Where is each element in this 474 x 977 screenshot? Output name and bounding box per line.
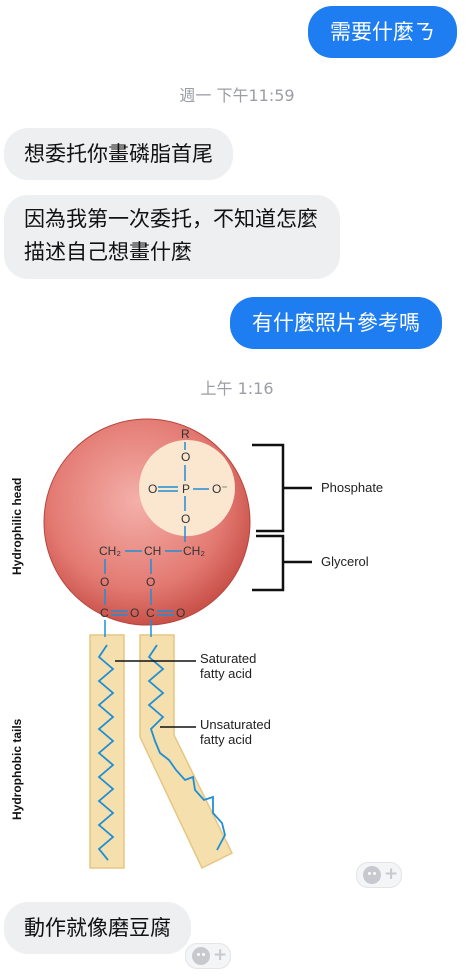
- o-label: O: [176, 606, 185, 620]
- ch-label: CH: [144, 544, 161, 558]
- saturated-label: fatty acid: [200, 666, 252, 681]
- c-label: C: [146, 606, 155, 620]
- phosphate-bracket: [252, 443, 285, 533]
- ch2-label: CH₂: [99, 544, 121, 558]
- timestamp: 上午 1:16: [200, 379, 274, 398]
- p-label: P: [182, 482, 190, 496]
- phospholipid-diagram: R O O P O⁻ O CH₂ CH CH₂ O O C O C O: [10, 418, 383, 870]
- o-label: O: [181, 450, 190, 464]
- saturated-chain: [97, 644, 115, 861]
- message-text: 需要什麼ㄋ: [330, 20, 435, 44]
- image-message[interactable]: R O O P O⁻ O CH₂ CH CH₂ O O C O C O: [0, 405, 474, 875]
- message-text: 有什麼照片參考嗎: [252, 311, 420, 335]
- reaction-icon[interactable]: +: [356, 862, 402, 888]
- o-label: O: [146, 575, 155, 589]
- unsaturated-chain: [147, 644, 226, 851]
- message-outgoing[interactable]: 需要什麼ㄋ: [308, 6, 457, 58]
- o-label: O: [100, 575, 109, 589]
- hydrophobic-label: Hydrophobic tails: [10, 718, 24, 820]
- message-text: 描述自己想畫什麼: [24, 240, 192, 264]
- message-incoming[interactable]: 動作就像磨豆腐: [4, 902, 191, 954]
- r-label: R: [181, 427, 190, 441]
- phosphate-label: Phosphate: [321, 480, 383, 495]
- ch2-label: CH₂: [183, 544, 205, 558]
- glycerol-label: Glycerol: [321, 554, 369, 569]
- c-label: C: [100, 606, 109, 620]
- o-label: O: [130, 606, 139, 620]
- glycerol-bracket: [252, 534, 285, 592]
- phosphate-region: [139, 440, 235, 536]
- message-text: 動作就像磨豆腐: [24, 916, 171, 940]
- o-label: O: [148, 482, 157, 496]
- o-minus-label: O⁻: [212, 482, 228, 496]
- unsaturated-label: fatty acid: [200, 732, 252, 747]
- reaction-icon[interactable]: +: [185, 943, 231, 969]
- message-outgoing[interactable]: 有什麼照片參考嗎: [230, 297, 442, 349]
- o-label: O: [181, 512, 190, 526]
- message-incoming[interactable]: 想委托你畫磷脂⾸尾: [4, 128, 233, 180]
- timestamp: 週一 下午11:59: [179, 86, 295, 105]
- saturated-label: Saturated: [200, 651, 256, 666]
- message-incoming[interactable]: 因為我第一次委托，不知道怎麼 描述自己想畫什麼: [4, 195, 340, 279]
- saturated-tail: [89, 634, 125, 869]
- message-text: 因為我第一次委托，不知道怎麼: [24, 207, 318, 231]
- message-text: 想委托你畫磷脂⾸尾: [24, 142, 213, 166]
- hydrophilic-label: Hydrophilic head: [10, 478, 24, 575]
- unsaturated-label: Unsaturated: [200, 717, 271, 732]
